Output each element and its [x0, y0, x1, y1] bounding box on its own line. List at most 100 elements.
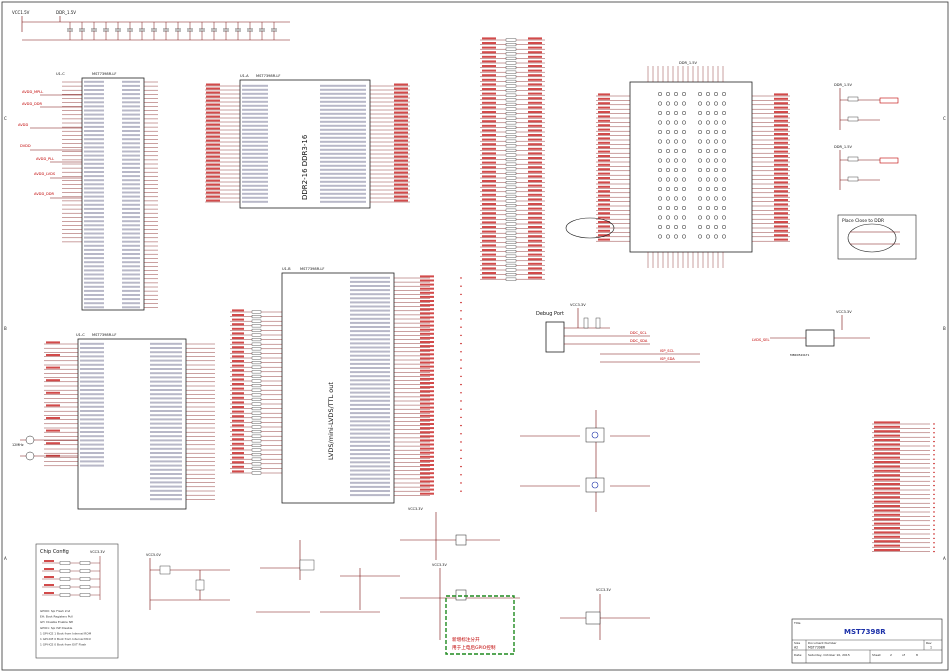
pin-text-mark	[122, 212, 140, 214]
resistor	[505, 139, 517, 143]
net-mark	[206, 139, 220, 142]
net-mark	[528, 115, 542, 118]
net-mark	[420, 341, 434, 343]
net-mark	[420, 312, 434, 315]
net-mark	[774, 97, 788, 100]
pin-text-mark	[320, 128, 366, 131]
pin-text-mark	[242, 180, 268, 183]
bga-ball	[673, 234, 679, 239]
net-mark	[874, 496, 900, 499]
bga-ball	[673, 215, 679, 220]
net-avdd-ddr-1: AVDD_DDR	[22, 102, 43, 106]
crystal: 12MHz	[12, 435, 78, 461]
bga-ball	[665, 215, 671, 220]
net-mark	[528, 221, 542, 224]
net-mark	[232, 341, 244, 344]
net-mark	[774, 177, 788, 179]
pin-text-mark	[350, 354, 390, 357]
title-block: Title MST7398R Size A2 Document Number M…	[791, 618, 943, 664]
bga-ball	[657, 129, 663, 135]
net-mark	[420, 304, 434, 307]
resistor	[251, 361, 262, 365]
net-mark	[46, 404, 60, 407]
pin-text-mark	[84, 171, 104, 173]
misc-ic-block: U1-C MST7398R-LF 12MHz	[12, 333, 215, 510]
net-mark	[46, 341, 60, 344]
bga-ball	[657, 196, 663, 201]
net-mark	[482, 51, 496, 54]
pin-text-mark	[84, 240, 104, 243]
resistor	[505, 167, 517, 171]
dot	[460, 318, 462, 320]
net-mark	[482, 101, 496, 104]
bottom-power-2: VCC3.3V	[432, 563, 447, 567]
bga-ball	[713, 139, 719, 144]
net-mark	[394, 103, 408, 106]
pin-text-mark	[84, 93, 104, 96]
chip-config-note: 1 GPI-ICE 0 Boot from EXT Flash	[40, 643, 86, 647]
resistor	[251, 356, 262, 360]
bga-ball	[681, 177, 687, 182]
net-mark	[482, 203, 496, 205]
resistor	[505, 222, 517, 226]
cfg-resistor	[79, 561, 91, 565]
net-mark	[420, 431, 434, 434]
pin-text-mark	[84, 298, 104, 301]
net-mark	[482, 175, 496, 178]
net-avdd-pll: AVDD_PLL	[36, 157, 54, 161]
net-dvdd: DVDD	[20, 144, 31, 148]
bga-ball	[681, 110, 687, 116]
net-mark	[874, 465, 900, 468]
pin-text-mark	[84, 183, 104, 186]
lvds-switch-block: VCC3.3V LVDS_SEL MBR0520LT1	[752, 310, 870, 357]
net-mark	[206, 195, 220, 198]
pin-text-mark	[80, 401, 104, 404]
bga-ball	[721, 110, 727, 116]
net-mark	[874, 439, 900, 441]
net-mark	[528, 258, 542, 261]
net-mark	[420, 418, 434, 421]
net-mark	[528, 175, 542, 178]
net-mark	[394, 151, 408, 154]
chip-config-note: GPIO0: Spi Flash 2nd	[40, 609, 70, 613]
dot	[460, 326, 462, 328]
pin-text-mark	[350, 436, 390, 439]
bga-ball	[657, 215, 663, 220]
right-net-list	[872, 421, 935, 553]
net-mark	[206, 127, 220, 130]
pin-text-mark	[122, 265, 140, 268]
bga-ball	[705, 224, 711, 230]
resistor	[505, 181, 517, 185]
resistor	[251, 457, 262, 461]
net-mark	[232, 346, 244, 349]
dot	[460, 482, 462, 484]
net-mark	[482, 134, 496, 136]
resistor	[505, 240, 517, 244]
net-mark	[44, 560, 54, 562]
net-mark	[482, 249, 496, 251]
pin-text-mark	[320, 192, 366, 195]
dot	[933, 515, 935, 518]
pin-text-mark	[242, 188, 268, 191]
net-mark	[482, 207, 496, 210]
pin-text-mark	[84, 269, 104, 272]
pin-text-mark	[350, 494, 390, 497]
net-mark	[528, 147, 542, 150]
dot	[933, 502, 935, 504]
net-mark	[874, 425, 900, 428]
pin-text-mark	[80, 389, 104, 391]
net-mark	[420, 402, 434, 405]
net-mark	[420, 394, 434, 397]
net-mark	[420, 414, 434, 417]
pin-text-mark	[122, 244, 140, 247]
pin-text-mark	[150, 456, 182, 459]
pin-text-mark	[350, 338, 390, 341]
net-mark	[420, 377, 434, 380]
net-mark	[482, 184, 496, 187]
misc-ic-ref: U1-C	[76, 333, 85, 337]
bga-ball	[713, 129, 719, 135]
pin-text-mark	[150, 473, 182, 475]
net-mark	[394, 143, 408, 146]
net-mark	[420, 439, 434, 442]
bga-ball	[681, 186, 687, 192]
